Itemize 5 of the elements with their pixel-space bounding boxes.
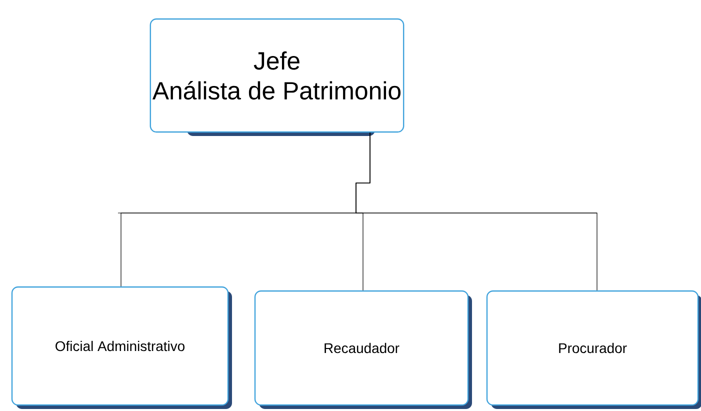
- org-box: Recaudador: [254, 290, 472, 409]
- org-box: Oficial Administrativo: [11, 286, 232, 409]
- connector-line: [356, 132, 598, 291]
- org-box: Procurador: [486, 290, 701, 409]
- org-box: Jefe Análista de Patrimonio: [150, 18, 404, 136]
